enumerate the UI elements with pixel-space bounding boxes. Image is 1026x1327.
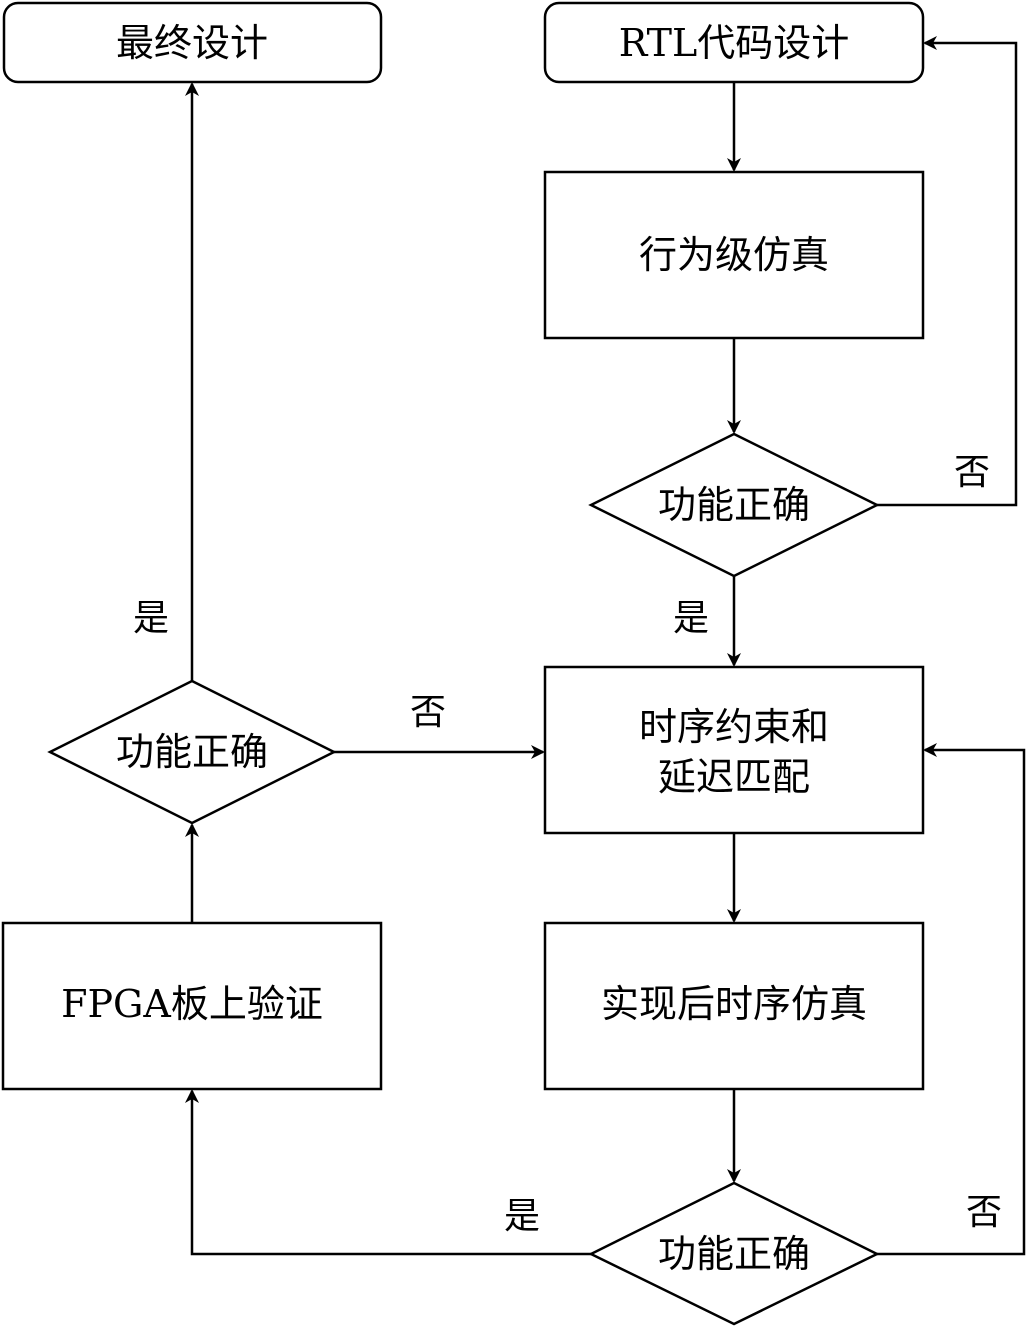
node-check2: 功能正确 <box>47 679 337 825</box>
final-design-label: 最终设计 <box>116 21 268 65</box>
post-impl-sim-label: 实现后时序仿真 <box>601 982 867 1026</box>
behavioral-sim-label: 行为级仿真 <box>639 233 829 277</box>
node-rtl-design: RTL代码设计 <box>543 1 925 84</box>
timing-label-line1: 时序约束和 <box>639 705 829 749</box>
edge-label-check1-yes: 是 <box>673 598 709 639</box>
edge-label-check2-no: 否 <box>410 692 446 733</box>
check2-label: 功能正确 <box>116 730 268 774</box>
arrow-check3-no <box>877 743 1026 1256</box>
edge-label-check3-yes: 是 <box>504 1196 540 1237</box>
timing-label-line2: 延迟匹配 <box>658 755 810 799</box>
rtl-design-label: RTL代码设计 <box>619 21 850 65</box>
node-post-impl-sim: 实现后时序仿真 <box>543 921 925 1091</box>
check1-label: 功能正确 <box>658 483 810 527</box>
arrow-check3-yes <box>185 1089 591 1256</box>
fpga-verify-label: FPGA板上验证 <box>61 982 323 1026</box>
check3-label: 功能正确 <box>658 1232 810 1276</box>
node-behavioral-sim: 行为级仿真 <box>543 170 925 340</box>
node-fpga-verify: FPGA板上验证 <box>1 921 383 1091</box>
node-timing-constraint: 时序约束和 延迟匹配 <box>543 665 925 835</box>
node-check3: 功能正确 <box>588 1181 880 1326</box>
node-check1: 功能正确 <box>588 432 880 578</box>
edge-label-check1-no: 否 <box>954 452 990 493</box>
arrow-check1-no <box>877 36 1018 507</box>
node-final-design: 最终设计 <box>2 1 383 84</box>
edge-label-check2-yes: 是 <box>133 598 169 639</box>
edge-label-check3-no: 否 <box>966 1192 1002 1233</box>
